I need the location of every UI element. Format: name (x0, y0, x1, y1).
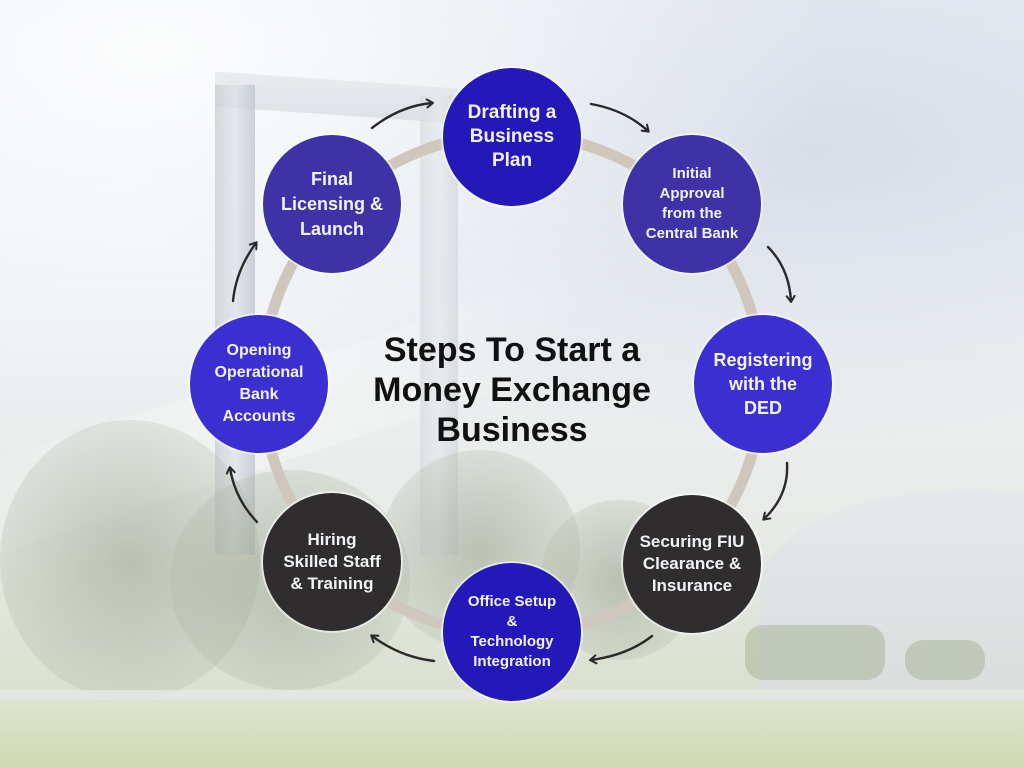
step-label: Registering with the DED (713, 350, 813, 418)
step-node-office-setup-technology: Office Setup & Technology Integration (443, 563, 581, 701)
hedge (905, 640, 985, 680)
step-node-opening-bank-accounts: Opening Operational Bank Accounts (190, 315, 328, 453)
step-label: Initial Approval from the Central Bank (645, 165, 739, 242)
flow-arrow-icon (589, 634, 654, 665)
flow-arrow-icon (370, 98, 434, 130)
flow-arrow-icon (225, 466, 259, 524)
step-node-hiring-skilled-staff: Hiring Skilled Staff & Training (263, 493, 401, 631)
step-label: Final Licensing & Launch (280, 168, 383, 239)
step-label: Drafting a Business Plan (467, 102, 557, 171)
step-node-initial-approval-central-bank: Initial Approval from the Central Bank (623, 135, 761, 273)
flow-arrow-icon (589, 102, 650, 133)
step-label: Securing FIU Clearance & Insurance (639, 532, 745, 595)
lawn (0, 700, 1024, 768)
step-node-registering-with-ded: Registering with the DED (694, 315, 832, 453)
step-node-securing-fiu-clearance-insurance: Securing FIU Clearance & Insurance (623, 495, 761, 633)
step-node-final-licensing-launch: Final Licensing & Launch (263, 135, 401, 273)
step-label: Opening Operational Bank Accounts (214, 342, 304, 425)
flow-arrow-icon (231, 241, 258, 303)
diagram-title: Steps To Start a Money Exchange Business (373, 331, 651, 449)
step-label: Hiring Skilled Staff & Training (283, 530, 381, 593)
flow-arrow-icon (766, 245, 796, 303)
flow-arrow-icon (370, 634, 436, 663)
step-label: Office Setup & Technology Integration (467, 593, 557, 670)
step-node-drafting-business-plan: Drafting a Business Plan (443, 68, 581, 206)
hedge (745, 625, 885, 680)
flow-arrow-icon (762, 461, 789, 521)
